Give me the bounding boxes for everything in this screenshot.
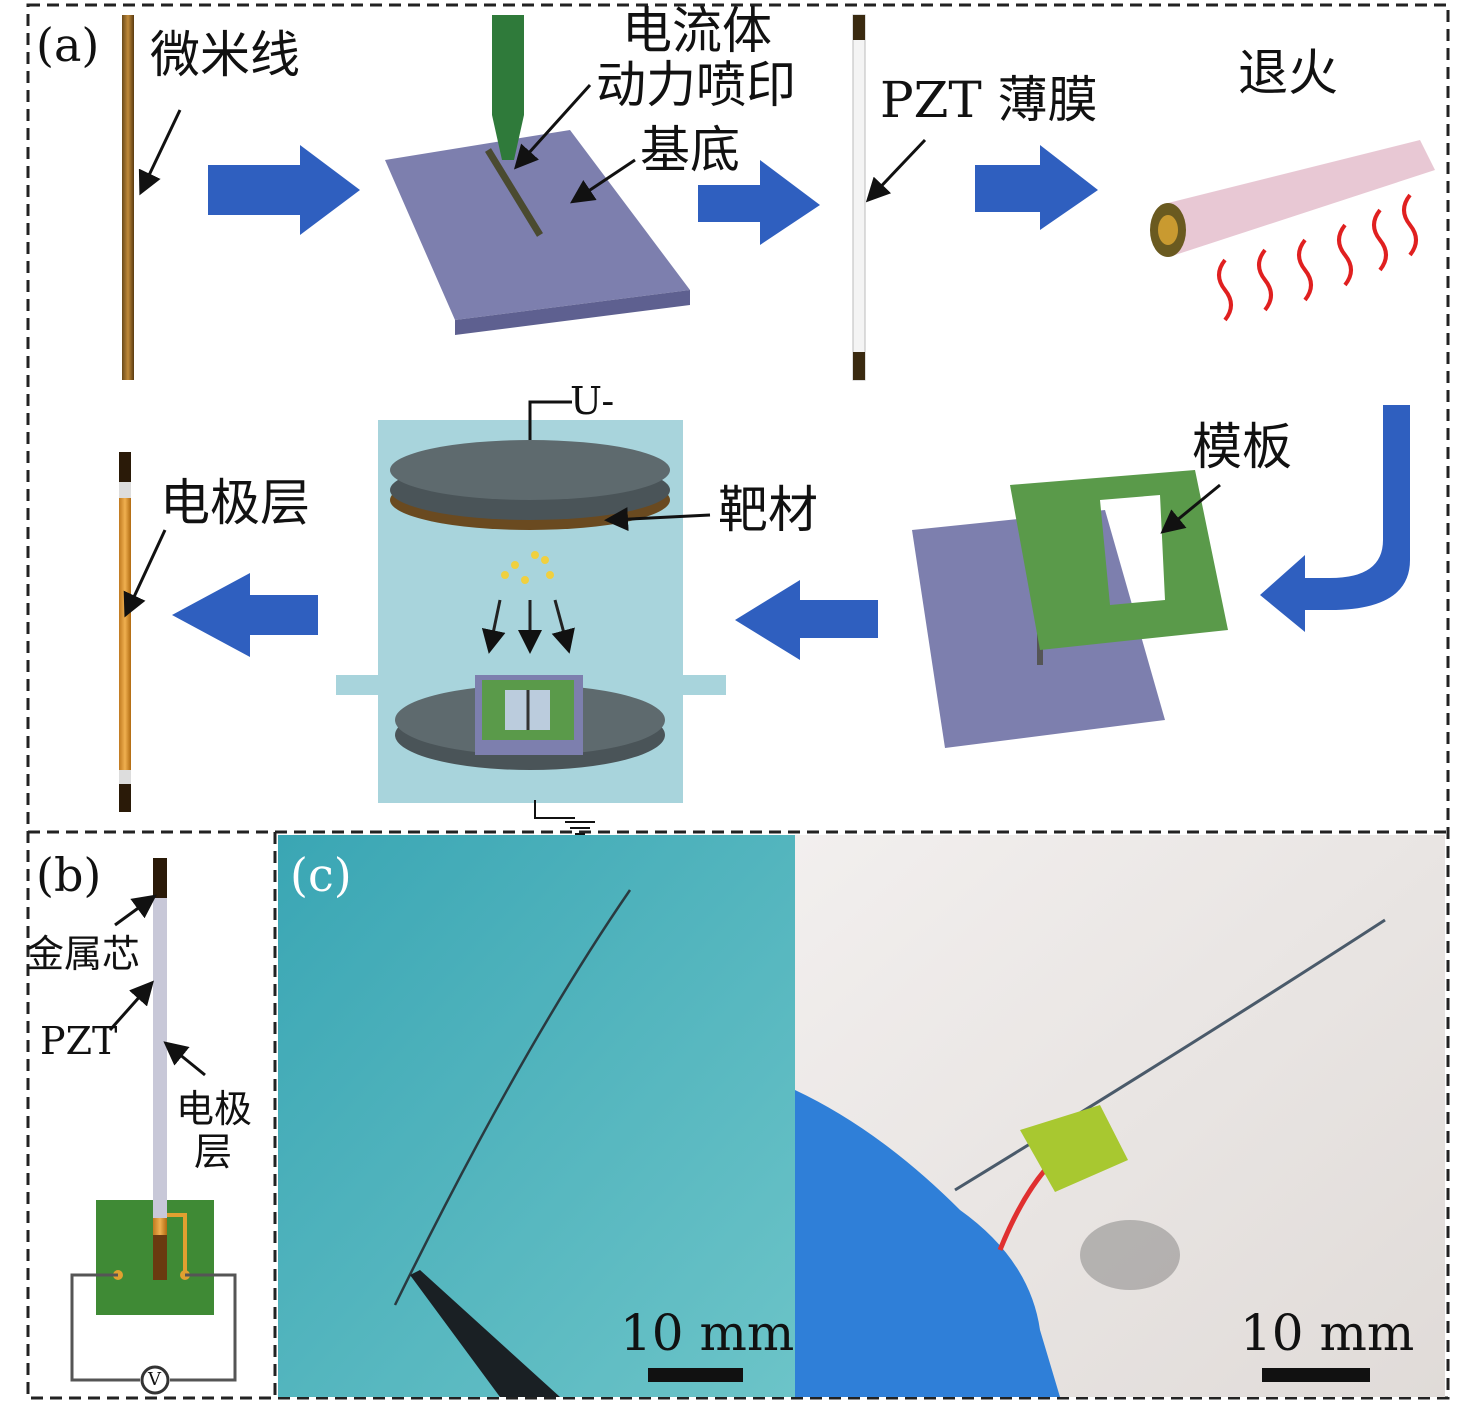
glove [795, 1090, 1060, 1397]
device-block [1020, 1105, 1128, 1192]
electrode-layer-label: 电极层 [160, 474, 310, 532]
outer-border [26, 3, 1450, 1400]
substrate-label: 基底 [640, 121, 740, 179]
metal-core-label: 金属芯 [26, 932, 141, 976]
pzt-film-label: PZT 薄膜 [880, 71, 1098, 129]
target-label: 靶材 [718, 481, 818, 539]
panel-a-label: (a) [36, 18, 100, 72]
voltmeter-icon [140, 1365, 170, 1395]
scale-bar-left-label: 10 mm [620, 1304, 795, 1362]
pzt-coated-wire [852, 14, 866, 381]
ehd-label-1: 电流体 [622, 2, 772, 60]
nozzle [492, 15, 524, 115]
panel-b-label: (b) [36, 848, 102, 902]
heat-waves [1217, 193, 1418, 322]
voltmeter-label: V [148, 1369, 161, 1390]
anneal-label: 退火 [1238, 44, 1338, 102]
pzt-label: PZT [40, 1019, 118, 1063]
panel-c-label: (c) [290, 848, 352, 902]
photo-fiber-on-tweezers [278, 835, 795, 1397]
electrode-label-2: 层 [194, 1130, 233, 1174]
electrode-wire [119, 452, 131, 812]
scale-bar-right-label: 10 mm [1240, 1304, 1415, 1362]
annealing-tube [1150, 140, 1435, 257]
mask-label: 模板 [1192, 418, 1292, 476]
microwire [122, 15, 134, 380]
voltage-label: U- [570, 379, 615, 423]
electrode-label-1: 电极 [176, 1087, 253, 1131]
microwire-label: 微米线 [150, 26, 300, 84]
ehd-label-2: 动力喷印 [596, 56, 796, 114]
process-arrow [208, 145, 360, 235]
